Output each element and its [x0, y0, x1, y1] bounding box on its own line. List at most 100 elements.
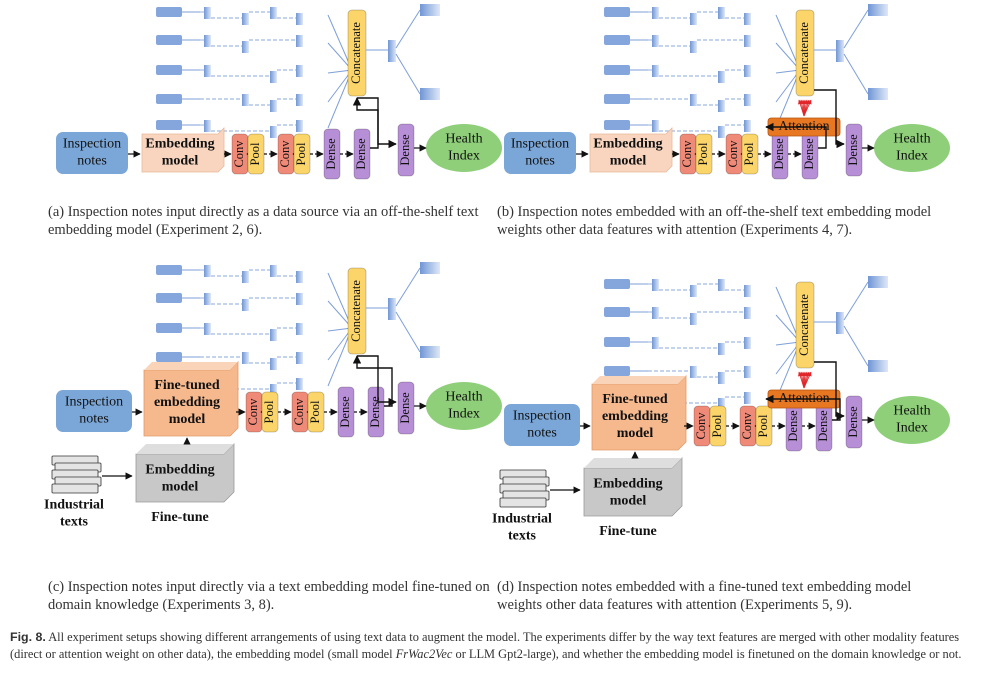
- panel-d-layer-2-2: [690, 313, 697, 325]
- panel-b-layer-3-2: [718, 71, 725, 83]
- panel-a-inspection-notes-label-line-1: Inspection: [63, 137, 121, 152]
- panel-c-layer-2-2: [242, 299, 249, 311]
- panel-d-layer-1-3: [718, 279, 725, 291]
- panel-a-layer-4-1: [242, 94, 249, 106]
- panel-c-conv-block-1-label: Conv: [246, 398, 260, 426]
- panel-b-output-dense-block-label: Dense: [846, 134, 860, 166]
- panel-c-pool-block-2-label: Pool: [262, 400, 276, 423]
- panel-a-embedding-model-box: [141, 127, 225, 173]
- panel-b-out-lower: [868, 88, 888, 100]
- panel-d-fine-tuned-model-label-line-1: Fine-tuned: [602, 392, 668, 407]
- panel-b-concatenate-block-label: Concatenate: [797, 22, 811, 84]
- panel-c-layer-1-3: [270, 265, 277, 277]
- panel-d-concatenate-block-label: Concatenate: [797, 294, 811, 356]
- panel-a-layer-1-3: [270, 7, 277, 19]
- panel-a-concat-dense: [388, 40, 396, 62]
- panel-a-layer-5-2: [270, 126, 277, 138]
- panel-c-industrial-texts-label-line-1: Industrial: [44, 498, 104, 513]
- panel-b-layer-1-3: [718, 7, 725, 19]
- panel-c-out-upper: [420, 262, 440, 274]
- panel-b-layer-4-2: [718, 100, 725, 112]
- panel-d-output-dense-block: [845, 395, 863, 449]
- panel-b-out-upper: [868, 4, 888, 16]
- panel-d-branch-input-1: [604, 279, 630, 289]
- panel-c-pool-block-4-label: Pool: [308, 400, 322, 423]
- panel-d-attention-label: Attention: [779, 390, 830, 405]
- panel-a-out-upper: [420, 4, 440, 16]
- panel-d-inspection-notes-box: [504, 404, 580, 446]
- panel-a-dense-block-6-label: Dense: [354, 138, 368, 170]
- panel-a-concatenate-block-label: Concatenate: [349, 22, 363, 84]
- panel-c-health-index-oval: [426, 382, 502, 430]
- panel-a-layer-3-3: [296, 65, 303, 77]
- panel-c-health-index-label-line-2: Index: [448, 407, 480, 422]
- panel-d-layer-5-3: [744, 392, 751, 404]
- panel-a-inspection-notes-box: [56, 132, 128, 174]
- panel-a-dense-block-5-label: Dense: [324, 138, 338, 170]
- panel-b-branch-input-4: [604, 94, 630, 104]
- panel-d-concatenate-block: [795, 281, 815, 369]
- panel-c-output-dense-block: [397, 381, 415, 435]
- panel-d-text-to-attention-line: [765, 394, 841, 421]
- panel-b-branch-input-5: [604, 120, 630, 130]
- panel-a-out-lower: [420, 88, 440, 100]
- panel-d-layer-4-1: [690, 366, 697, 378]
- panel-b-embedding-model-label-line-2: model: [610, 154, 647, 169]
- panel-b-inspection-notes-label-line-2: notes: [525, 154, 555, 169]
- panel-d-industrial-texts-label-line-2: texts: [508, 529, 537, 544]
- panel-a-health-index-oval: [426, 124, 502, 172]
- panel-b-layer-5-3: [744, 120, 751, 132]
- panel-b-health-index-label-line-2: Index: [896, 149, 928, 164]
- panel-c-dense-block-6: [367, 386, 385, 438]
- panel-c-embedding-model-base-label-line-2: model: [162, 480, 199, 495]
- panel-c-branch-input-2: [156, 293, 182, 303]
- panel-c-branch-input-4: [156, 352, 182, 362]
- panel-d-branch-input-3: [604, 337, 630, 347]
- panel-b-health-index-label-line-1: Health: [893, 132, 930, 147]
- panel-c-layer-5-2: [270, 384, 277, 396]
- panel-b-concat-to-dense-line: [814, 89, 845, 149]
- panel-b-attention-fan-7: [803, 99, 812, 117]
- panel-d-text-stack-page-5: [499, 497, 547, 508]
- figure-caption-text-2: or LLM Gpt2-large), and whether the embe…: [452, 647, 962, 661]
- panel-c-branch-input-1: [156, 265, 182, 275]
- panel-d-branch-input-2: [604, 307, 630, 317]
- panel-a-output-dense-block: [397, 123, 415, 177]
- panel-d-conv-block-1-label: Conv: [694, 412, 708, 440]
- panel-b-layer-2-1: [652, 35, 659, 47]
- panel-d-inspection-notes-label-line-2: notes: [527, 426, 557, 441]
- figure-caption-model-name: FrWac2Vec: [395, 647, 453, 661]
- panel-d-layer-3-2: [718, 343, 725, 355]
- panel-d-fine-tune-label: Fine-tune: [599, 524, 657, 539]
- panel-b-layer-5-1: [652, 120, 659, 132]
- panel-d-layer-1-4: [744, 285, 751, 297]
- panel-b-branch-input-2: [604, 35, 630, 45]
- panel-d-fan-up: [843, 281, 869, 321]
- panel-d-output-dense-block-label: Dense: [846, 406, 860, 438]
- panel-a-health-index-label-line-2: Index: [448, 149, 480, 164]
- panel-a-pool-block-4-label: Pool: [294, 142, 308, 165]
- panel-b-conv-block-3-label: Conv: [726, 140, 740, 168]
- panel-d-pool-block-4-label: Pool: [756, 414, 770, 437]
- panel-b-inspection-notes-label-line-1: Inspection: [511, 137, 569, 152]
- panel-d-conv-block-3-label: Conv: [740, 412, 754, 440]
- panel-d-embedding-model-base-top: [584, 458, 682, 468]
- panel-d-health-index-label-line-1: Health: [893, 404, 930, 419]
- panel-b-pool-block-4-label: Pool: [742, 142, 756, 165]
- panel-b-dense-block-5-label: Dense: [772, 138, 786, 170]
- panel-d-layer-1-1: [652, 279, 659, 291]
- panel-c-dense-block-6-label: Dense: [368, 396, 382, 428]
- panel-d-layer-1-2: [690, 285, 697, 297]
- panel-b-layer-2-3: [744, 35, 751, 47]
- panel-c-fine-tuned-model-label-line-2: embedding: [154, 395, 220, 410]
- panel-c-concat-dense: [388, 298, 396, 320]
- panel-a-conv-block-1-label: Conv: [232, 140, 246, 168]
- panel-d-fine-tuned-model-label-line-3: model: [617, 426, 654, 441]
- panel-d-attention-fan-7: [803, 371, 812, 389]
- panel-c-layer-1-1: [204, 265, 211, 277]
- panel-d-pool-block-2-label: Pool: [710, 414, 724, 437]
- panel-d-out-upper: [868, 276, 888, 288]
- panel-d-embedding-model-base-label-line-2: model: [610, 494, 647, 509]
- panel-b-text-to-attention-line: [765, 122, 827, 149]
- panel-a-layer-5-3: [296, 120, 303, 132]
